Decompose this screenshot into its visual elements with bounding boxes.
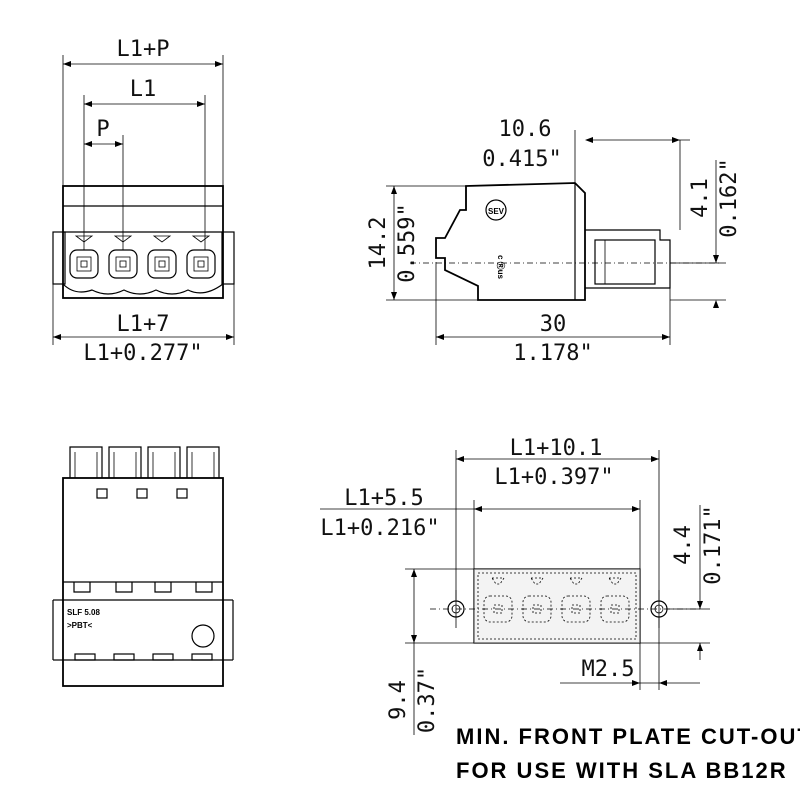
dim-label-length-in: 1.178" [513,341,592,366]
cert-mark-icon [485,199,507,221]
dim-label-offset-in: 0.162" [717,158,742,237]
dim-label-overall-in: L1+0.277" [83,341,202,366]
cutout-view: L1+10.1 L1+0.397" L1+5.5 L1+0.216" 4.4 0… [320,436,726,735]
dim-label-cutout-half-mm: L1+5.5 [344,486,423,511]
note-line-1: MIN. FRONT PLATE CUT-OUT [456,724,800,749]
note-line-2: FOR USE WITH SLA BB12R [456,758,788,783]
release-button-2 [108,446,142,478]
release-button-4 [186,446,220,478]
left-flange [52,231,66,285]
dim-label-l1p: L1+P [117,37,170,62]
side-housing [435,182,586,301]
side-view: SEV c Ⓡus 10.6 0.415" 14.2 0.559" 4.1 0.… [366,117,742,366]
dim-label-cutout-total-in: 0.37" [415,667,440,733]
svg-text:SEV: SEV [488,207,505,216]
mounting-hole-icon [191,624,215,648]
dim-label-depth-mm: 10.6 [499,117,552,142]
dim-label-offset-mm: 4.1 [688,178,713,218]
dim-label-cutout-height-in: 0.171" [701,505,726,584]
dim-label-cutout-total-mm: 9.4 [386,680,411,720]
dim-label-length-mm: 30 [540,312,567,337]
model-label: SLF 5.08 [67,608,100,617]
dim-label-cutout-half-in: L1+0.216" [320,516,439,541]
dim-label-p: P [96,117,109,142]
dim-label-cutout-height-mm: 4.4 [671,525,696,565]
front-housing [62,185,224,299]
dim-label-cutout-width-mm: L1+10.1 [510,436,603,461]
cutout-outline [473,568,641,644]
svg-text:c Ⓡus: c Ⓡus [496,255,506,280]
contact-3 [147,235,177,279]
dim-label-l1: L1 [130,77,157,102]
dim-label-height-mm: 14.2 [366,217,391,270]
dim-label-height-in: 0.559" [395,203,420,282]
dim-label-cutout-width-in: L1+0.397" [494,465,613,490]
right-flange [221,231,235,285]
release-button-3 [147,446,181,478]
contact-4 [186,235,216,279]
material-label: >PBT< [67,621,93,630]
release-button-1 [69,446,103,478]
front-view: L1+P L1 P L1+7 L1+0.277" [52,37,235,366]
top-view: SLF 5.08 >PBT< [52,446,234,687]
dim-label-screw: M2.5 [582,657,635,682]
dim-label-overall-mm: L1+7 [117,312,170,337]
side-latch [594,239,656,285]
dim-label-depth-in: 0.415" [482,147,561,172]
